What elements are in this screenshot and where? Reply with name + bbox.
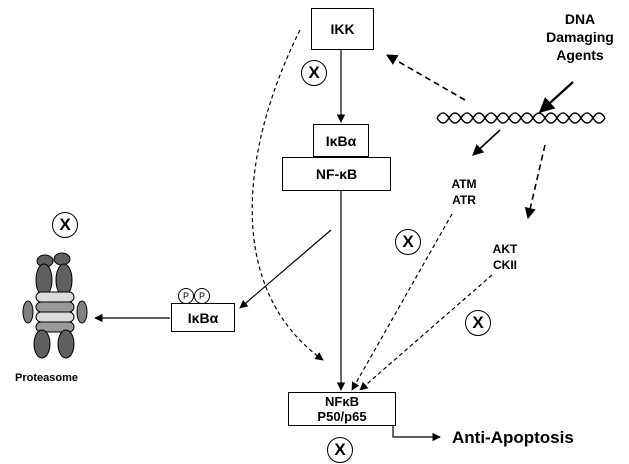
proteasome-icon	[22, 252, 88, 359]
phosphate-circle-2: P	[194, 288, 210, 304]
akt-label: AKT	[492, 242, 518, 256]
inhibitor-x-icon-nfkb: X	[327, 437, 353, 463]
proteasome-label: Proteasome	[15, 372, 78, 384]
nfkb-nuclear-label: NFκB	[325, 394, 359, 409]
inhibitor-x-icon-akt: X	[465, 310, 491, 336]
atr-label: ATR	[452, 193, 476, 207]
inhibitor-x-icon-proteasome: X	[52, 212, 78, 238]
arrow-agents-to-dna	[538, 81, 574, 114]
dashed-arrow-akt-to-nfkb	[359, 274, 493, 391]
akt-ckii-label: AKT CKII	[485, 241, 525, 273]
anti-apoptosis-label: Anti-Apoptosis	[452, 428, 574, 447]
phosphate-circle-1: P	[178, 288, 194, 304]
ckii-label: CKII	[493, 258, 517, 272]
nfkb-box: NF-κB	[282, 157, 391, 191]
ikba-box: IκBα	[313, 124, 369, 157]
phospho-ikba-box: IκBα	[171, 303, 235, 332]
atm-label: ATM	[451, 177, 477, 191]
ikk-label: IKK	[330, 21, 355, 37]
arrow-nfkb-to-phospho-ikba	[239, 229, 332, 309]
phospho-ikba-label: IκBα	[187, 309, 219, 326]
inhibitor-x-icon-atm: X	[395, 229, 421, 255]
dna-helix-icon	[436, 112, 606, 124]
dashed-arrow-atm-to-nfkb	[351, 213, 453, 391]
p50-p65-label: P50/p65	[317, 409, 367, 424]
inhibitor-x-icon-ikk: X	[301, 60, 327, 86]
ikk-box: IKK	[311, 8, 374, 50]
nfkb-nuclear-box: NFκB P50/p65	[288, 392, 396, 426]
atm-atr-label: ATM ATR	[444, 176, 484, 208]
ikba-label: IκBα	[325, 132, 357, 149]
dashed-arrow-dna-to-akt	[524, 144, 546, 220]
nfkb-label: NF-κB	[315, 166, 358, 182]
dashed-arrow-ikk-to-nfkb	[251, 29, 324, 361]
dna-damaging-agents-label: DNA Damaging Agents	[546, 11, 614, 63]
dashed-arrow-dna-to-ikk	[386, 54, 466, 101]
arrow-dna-to-atm	[472, 129, 501, 156]
arrow-nfkb-to-anti-apoptosis	[392, 426, 441, 442]
